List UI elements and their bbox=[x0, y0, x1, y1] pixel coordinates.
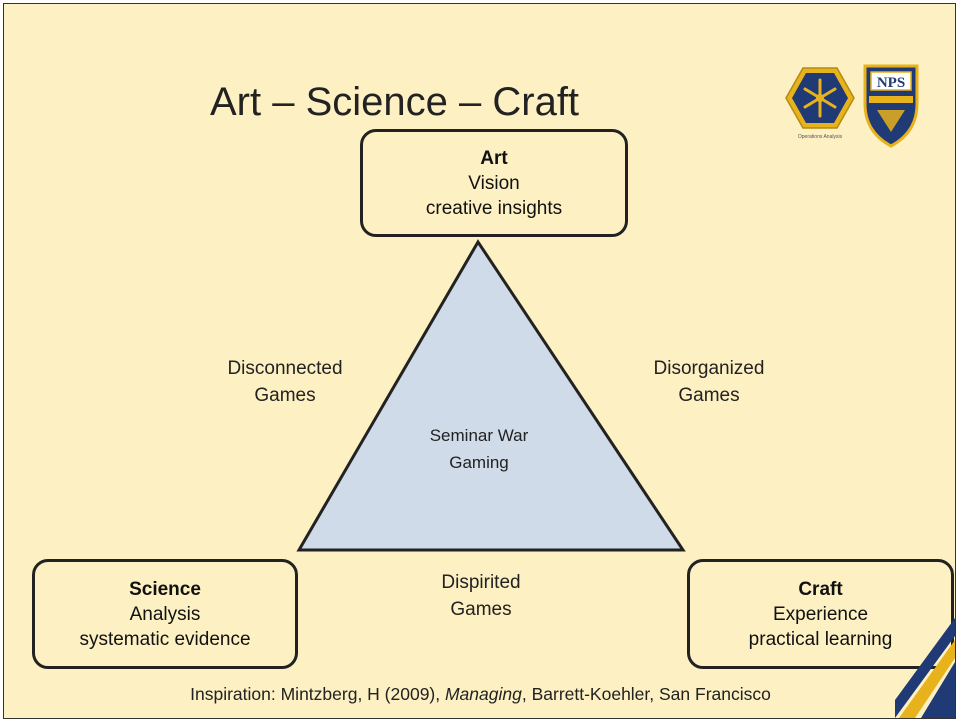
center-line2: Gaming bbox=[449, 453, 509, 472]
citation-prefix: Inspiration: Mintzberg, H (2009), bbox=[190, 684, 445, 704]
slide: Art – Science – Craft Operations Analysi… bbox=[3, 3, 956, 719]
edge-left-line2: Games bbox=[254, 385, 316, 406]
operations-analysis-emblem-icon: Operations Analysis bbox=[785, 67, 855, 140]
science-node: Science Analysis systematic evidence bbox=[32, 559, 298, 669]
emblem-caption: Operations Analysis bbox=[798, 134, 843, 140]
nps-shield-icon: NPS bbox=[863, 64, 919, 148]
page-title: Art – Science – Craft bbox=[210, 80, 580, 124]
art-heading: Art bbox=[480, 147, 508, 169]
edge-right-line1: Disorganized bbox=[653, 358, 765, 379]
edge-label-bottom: Dispirited Games bbox=[396, 569, 566, 623]
craft-line2: practical learning bbox=[748, 628, 893, 650]
center-label: Seminar War Gaming bbox=[404, 422, 554, 476]
art-line1: Vision bbox=[468, 172, 520, 194]
citation: Inspiration: Mintzberg, H (2009), Managi… bbox=[4, 684, 955, 705]
craft-line1: Experience bbox=[772, 603, 869, 625]
nps-text: NPS bbox=[877, 75, 905, 91]
art-line2: creative insights bbox=[425, 197, 563, 219]
craft-heading: Craft bbox=[798, 578, 843, 600]
edge-right-line2: Games bbox=[678, 385, 740, 406]
edge-bottom-line1: Dispirited bbox=[441, 572, 521, 593]
science-heading: Science bbox=[129, 578, 201, 600]
craft-node: Craft Experience practical learning bbox=[687, 559, 954, 669]
science-line1: Analysis bbox=[129, 603, 201, 625]
science-line2: systematic evidence bbox=[79, 628, 251, 650]
edge-left-line1: Disconnected bbox=[227, 358, 343, 379]
art-node: Art Vision creative insights bbox=[360, 129, 628, 237]
edge-bottom-line2: Games bbox=[450, 599, 512, 620]
edge-label-right: Disorganized Games bbox=[614, 355, 804, 409]
logos: Operations Analysis NPS bbox=[785, 64, 919, 148]
center-line1: Seminar War bbox=[429, 426, 529, 445]
citation-title: Managing bbox=[444, 684, 522, 704]
corner-stripe-icon bbox=[895, 618, 955, 718]
edge-label-left: Disconnected Games bbox=[190, 355, 380, 409]
citation-suffix: , Barrett-Koehler, San Francisco bbox=[521, 684, 771, 704]
